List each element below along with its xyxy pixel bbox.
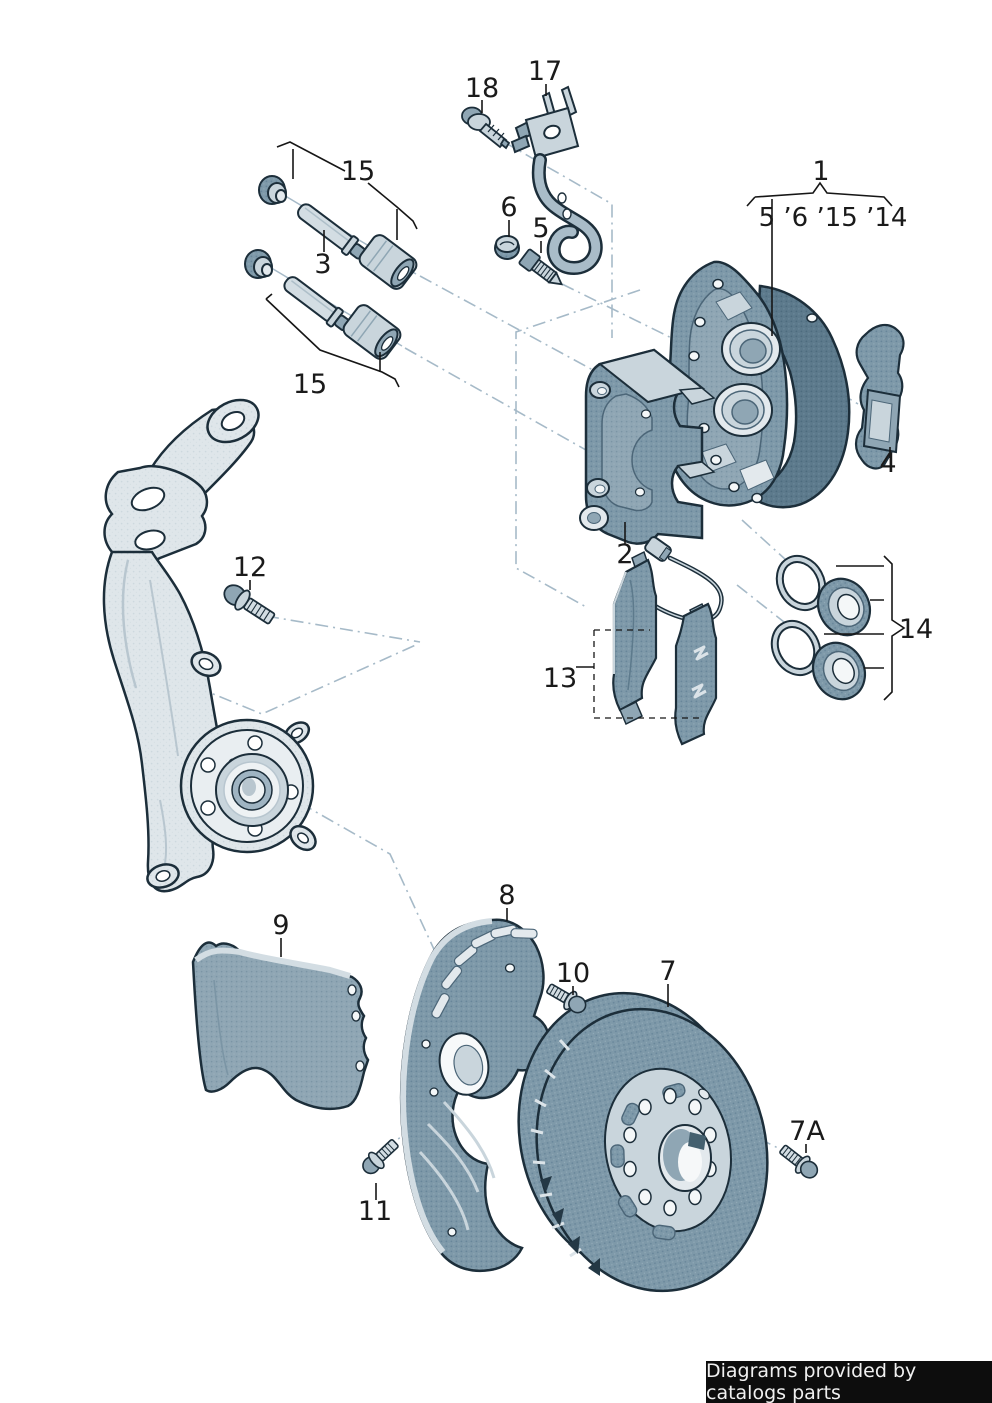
callout-labels: 18 17 15 3 15 6 5 1 5 ’6 ’15 ’14 4 2 13 … [233, 56, 933, 1227]
callout-14[interactable]: 14 [899, 614, 933, 645]
guide-pin-kit-upper [258, 175, 418, 290]
guide-pin [283, 276, 351, 332]
guide-pin-kit-lower [244, 249, 402, 360]
guide-pin [297, 203, 366, 260]
steering-knuckle-illustration [102, 398, 317, 893]
callout-5[interactable]: 5 [532, 213, 549, 244]
wheel-bolt-holes [623, 1087, 717, 1217]
footer-attribution-text: Diagrams provided by catalogs parts [706, 1360, 917, 1403]
callout-6[interactable]: 6 [500, 192, 517, 223]
callout-9[interactable]: 9 [272, 910, 289, 941]
disc-vane-hatch [530, 1038, 582, 1258]
caliper-carrier-illustration [579, 348, 716, 545]
footer-attribution-bar: Diagrams provided by catalogs parts [706, 1360, 992, 1403]
brake-hose-bracket-illustration [510, 85, 603, 276]
callout-4[interactable]: 4 [879, 448, 896, 479]
callout-15-bottom[interactable]: 15 [293, 369, 327, 400]
callout-7[interactable]: 7 [659, 956, 676, 987]
callout-12[interactable]: 12 [233, 552, 267, 583]
callout-17[interactable]: 17 [528, 56, 562, 87]
callout-3[interactable]: 3 [314, 249, 331, 280]
callout-11[interactable]: 11 [358, 1196, 392, 1227]
piston-seal-kit-illustration [770, 555, 872, 701]
disc-set-screw-illustration [779, 1144, 819, 1179]
callout-18[interactable]: 18 [465, 73, 499, 104]
pad-retaining-spring-illustration [854, 323, 905, 470]
wheel-hub [179, 718, 315, 854]
callout-1[interactable]: 1 [812, 156, 829, 187]
hub-slots [610, 1083, 686, 1241]
guide-sleeve [342, 304, 402, 360]
shield-bolt-illustration [546, 983, 587, 1014]
callout-8[interactable]: 8 [498, 880, 515, 911]
cover-plate-illustration [191, 941, 370, 1111]
bracket-bolt-illustration [461, 106, 511, 150]
callout-leader-lines [249, 84, 906, 1200]
shield-bolt-lower-illustration [362, 1139, 399, 1175]
callout-15-top[interactable]: 15 [341, 156, 375, 187]
brake-disc-illustration [517, 991, 769, 1293]
callout-10[interactable]: 10 [556, 958, 590, 989]
wear-sensor-illustration [644, 536, 724, 623]
brake-pads-illustration [612, 550, 718, 746]
carrier-bolt-illustration [223, 584, 276, 625]
knuckle-top-eye [206, 398, 260, 444]
caliper-pistons [713, 322, 781, 437]
callout-7a[interactable]: 7A [789, 1116, 825, 1147]
guide-sleeve [358, 234, 418, 290]
bleeder-screw-illustration [518, 248, 564, 286]
bleeder-dust-cap-illustration [494, 235, 520, 260]
callout-13[interactable]: 13 [543, 663, 577, 694]
callout-2[interactable]: 2 [616, 539, 633, 570]
callout-1-contents[interactable]: 5 ’6 ’15 ’14 [759, 203, 908, 233]
